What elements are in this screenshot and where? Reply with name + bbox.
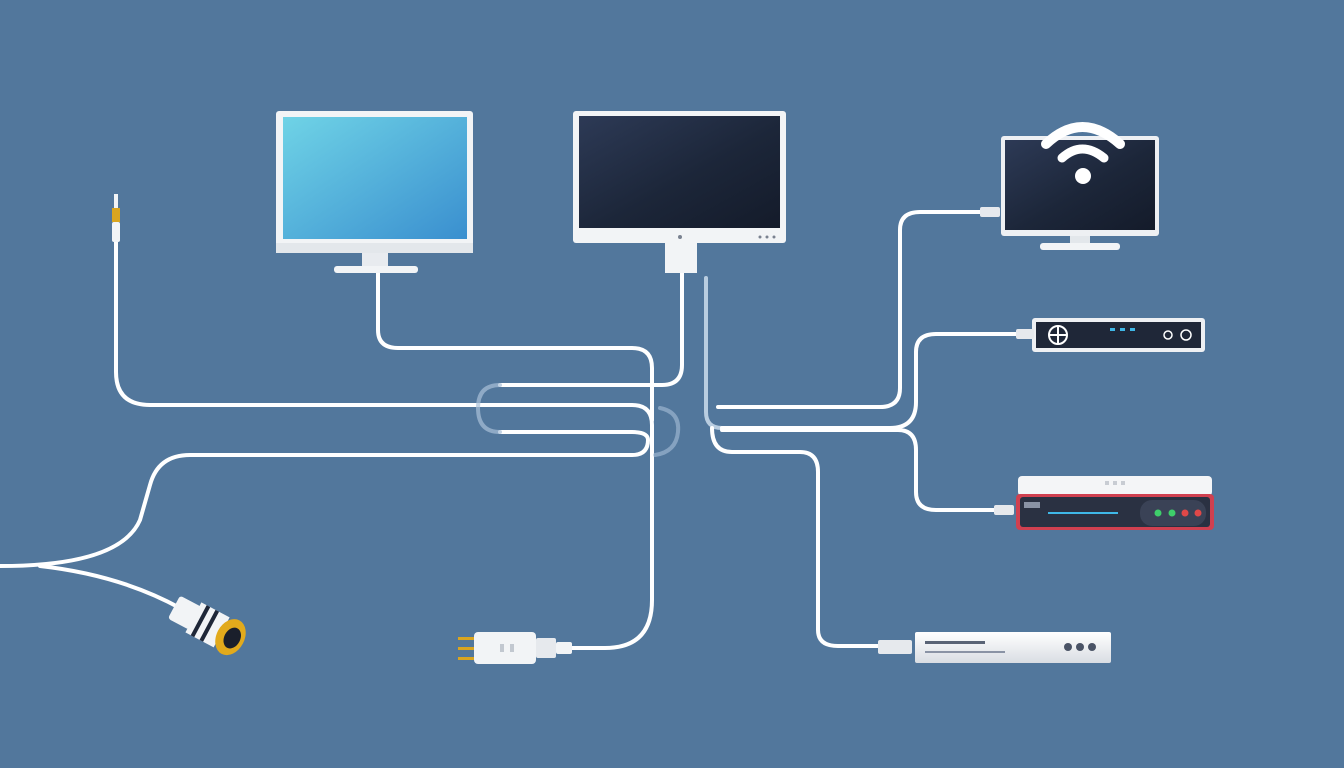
router-connector	[994, 505, 1014, 515]
translucent-loop	[476, 383, 502, 434]
media-box	[878, 632, 1111, 663]
router-indicator	[1105, 481, 1109, 485]
monitor-center-stand	[665, 243, 697, 273]
monitor-center-button	[758, 235, 762, 239]
router-label	[1024, 502, 1040, 508]
cables	[0, 210, 1020, 650]
power-plug-icon	[458, 632, 572, 664]
crosshair-icon	[1048, 325, 1068, 345]
plug-strain-relief	[556, 642, 572, 654]
coax-opening	[223, 627, 241, 649]
switch-led	[1120, 328, 1125, 331]
coax-cable-end	[38, 564, 182, 610]
tv-connector	[980, 207, 1000, 217]
switch-cable	[720, 332, 1020, 430]
router-led-green	[1168, 509, 1176, 517]
monitor-center	[573, 111, 786, 273]
media-box-slot	[925, 641, 985, 644]
left-monitor-cable	[376, 270, 654, 422]
translucent-loop-right	[653, 406, 681, 457]
monitor-left-neck	[362, 253, 388, 267]
center-monitor-cable	[498, 270, 684, 387]
plug-body	[474, 632, 536, 664]
switch-port-icon	[1163, 330, 1173, 340]
plug-strain-relief	[536, 638, 556, 658]
network-switch	[1016, 318, 1205, 352]
coax-band	[190, 605, 211, 638]
media-box-body	[915, 632, 1111, 663]
center-down-cable	[704, 276, 724, 430]
audio-jack-icon	[112, 194, 120, 242]
media-box-button	[1076, 643, 1084, 651]
smart-tv-neck	[1070, 236, 1090, 244]
smart-tv-screen	[1005, 140, 1155, 230]
router-led-green	[1154, 509, 1162, 517]
monitor-left-screen	[283, 117, 467, 239]
plug-slot	[510, 644, 514, 652]
smart-tv-base	[1040, 243, 1120, 250]
router-top	[1018, 476, 1212, 496]
plug-prong	[458, 637, 478, 640]
monitor-left-bezel-bottom	[276, 243, 473, 253]
plug-prong	[458, 657, 478, 660]
router-led-red	[1181, 509, 1189, 517]
monitor-center-power-led	[678, 235, 682, 239]
tv-cable	[716, 210, 987, 409]
router-led-red	[1194, 509, 1202, 517]
monitor-center-button	[765, 235, 769, 239]
media-box-cable	[710, 426, 882, 648]
jack-ring	[112, 208, 120, 222]
coax-connector-icon	[168, 596, 246, 656]
coax-band	[199, 609, 220, 642]
router-cable	[720, 428, 997, 512]
media-box-button	[1064, 643, 1072, 651]
monitor-center-button	[772, 235, 776, 239]
switch-led	[1130, 328, 1135, 331]
media-box-button	[1088, 643, 1096, 651]
jack-tip	[114, 194, 118, 210]
router-indicator	[1121, 481, 1125, 485]
router-indicator	[1113, 481, 1117, 485]
switch-connector	[1016, 329, 1034, 339]
media-box-connector	[878, 640, 912, 654]
plug-slot	[500, 644, 504, 652]
switch-led	[1110, 328, 1115, 331]
monitor-left	[276, 111, 473, 273]
media-box-line	[925, 651, 1005, 653]
audio-jack-cable	[114, 240, 654, 650]
monitor-left-base	[334, 266, 418, 273]
switch-power-icon	[1180, 329, 1192, 341]
coax-cable	[0, 430, 650, 568]
wifi-icon	[1041, 122, 1125, 184]
smart-tv	[980, 122, 1159, 250]
monitor-center-screen	[579, 116, 780, 228]
jack-sleeve	[112, 222, 120, 242]
plug-prong	[458, 647, 478, 650]
router-light-bar	[1048, 512, 1118, 514]
router	[994, 476, 1214, 530]
